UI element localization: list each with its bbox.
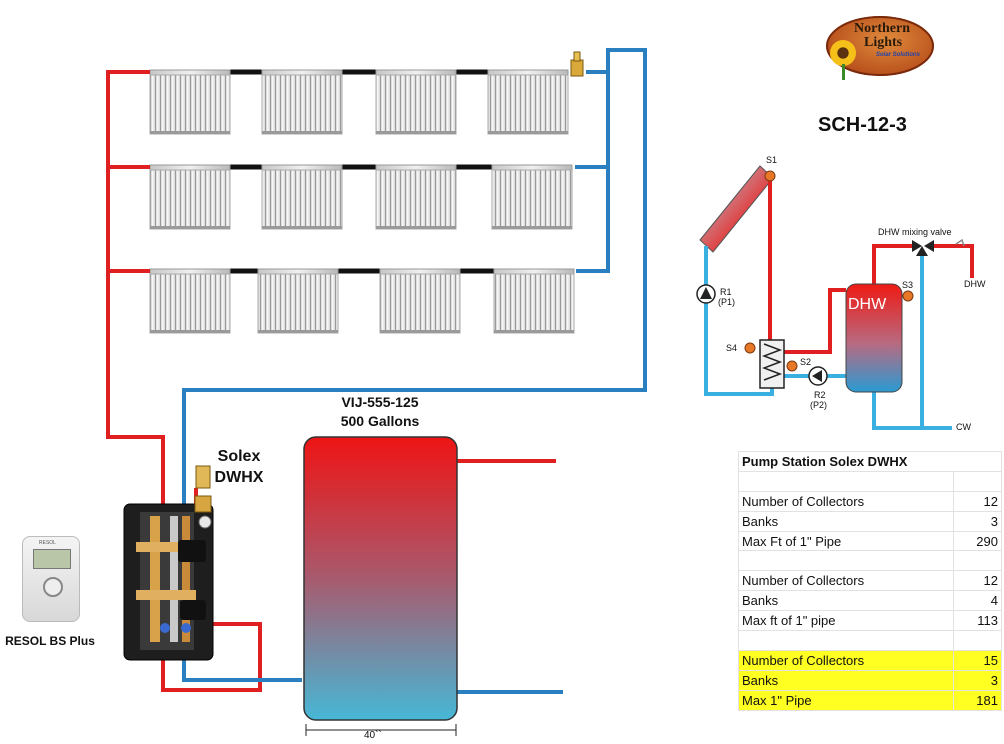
table-header-row: Pump Station Solex DWHX: [738, 451, 1002, 472]
table-row: Number of Collectors 12: [737, 570, 1002, 592]
cold-return-pipes: [182, 48, 647, 694]
collector-array: [149, 69, 575, 334]
collector-connectors: [227, 69, 497, 274]
row-label: Banks: [737, 590, 955, 612]
row-label: Max Ft of 1" Pipe: [737, 530, 955, 552]
controller-brand: RESOL: [39, 540, 56, 546]
northern-lights-logo: Northern Lights Solar Solutions: [826, 16, 938, 80]
solar-collector: [375, 69, 457, 135]
table-row-highlighted: Banks 3: [737, 669, 1002, 691]
row-value: 113: [953, 610, 1002, 632]
row-value: 15: [953, 649, 1002, 671]
pump-station-table: Pump Station Solex DWHX Number of Collec…: [737, 451, 1002, 711]
controller-screen: [33, 549, 71, 569]
heat-exchanger-line2: DWHX: [214, 469, 264, 486]
cold-water-label: CW: [956, 422, 971, 432]
solar-collector: [149, 268, 231, 334]
row-label: Number of Collectors: [737, 649, 955, 671]
solar-collector: [379, 268, 461, 334]
air-vent: [570, 51, 584, 77]
row-value: 3: [953, 669, 1002, 691]
row-value: 290: [953, 530, 1002, 552]
tank-model: VIJ-555-125: [341, 394, 419, 410]
controller-label: RESOL BS Plus: [5, 634, 95, 648]
sunflower-icon: [830, 40, 856, 66]
table-row: Max ft of 1" pipe 113: [737, 610, 1002, 632]
row-value: 12: [953, 490, 1002, 512]
table-row: Number of Collectors 12: [737, 490, 1002, 512]
tank-width-label: 40``: [364, 730, 382, 741]
heat-exchanger-label: Solex DWHX: [204, 446, 274, 488]
controller-dial: [43, 577, 63, 597]
tank-dimension-line: [305, 724, 457, 736]
row-value: 3: [953, 510, 1002, 532]
table-row: Banks 3: [737, 510, 1002, 532]
pump-station: [123, 465, 214, 661]
dhw-out-label: DHW: [964, 279, 986, 289]
pump-r1-label: R1: [720, 287, 732, 297]
sunflower-stem: [842, 64, 845, 80]
solar-collector: [261, 164, 343, 230]
row-label: Banks: [737, 510, 955, 532]
schematic-code: SCH-12-3: [818, 114, 907, 136]
table-spacer-row: [737, 550, 1002, 572]
row-value: 4: [953, 590, 1002, 612]
solar-collector: [149, 69, 231, 135]
tank-label: VIJ-555-125 500 Gallons: [320, 393, 440, 431]
table-spacer-row: [737, 470, 1002, 492]
row-label: Number of Collectors: [737, 490, 955, 512]
pump-p2-label: (P2): [810, 400, 828, 410]
row-label: Banks: [737, 669, 955, 691]
table-spacer-row: [737, 630, 1002, 651]
solar-collector: [491, 164, 573, 230]
sensor-s2-label: S2: [800, 357, 812, 367]
resol-controller: RESOL: [22, 536, 80, 622]
logo-line2: Lights: [864, 35, 903, 50]
solar-collector: [261, 69, 343, 135]
row-label: Number of Collectors: [737, 570, 955, 592]
heat-exchanger-line1: Solex: [217, 448, 261, 465]
row-label: Max ft of 1" pipe: [737, 610, 955, 632]
logo-line1: Northern: [854, 21, 910, 36]
sensor-s4-label: S4: [726, 343, 738, 353]
row-value: 181: [953, 689, 1002, 711]
solar-collector: [149, 164, 231, 230]
mixing-valve-label: DHW mixing valve: [878, 227, 952, 237]
table-row-highlighted: Number of Collectors 15: [737, 649, 1002, 671]
storage-tank: [303, 436, 458, 721]
dhw-schematic: [696, 165, 974, 430]
row-label: Max 1" Pipe: [737, 689, 955, 711]
solar-collector: [487, 69, 569, 135]
sensor-s1-label: S1: [766, 155, 778, 165]
row-value: 12: [953, 570, 1002, 592]
logo-tagline: Solar Solutions: [876, 52, 921, 58]
table-row-highlighted: Max 1" Pipe 181: [737, 689, 1002, 711]
table-row: Banks 4: [737, 590, 1002, 612]
pump-p1-label: (P1): [718, 297, 736, 307]
dhw-tank-label: DHW: [848, 296, 887, 313]
solar-collector: [257, 268, 339, 334]
tank-capacity: 500 Gallons: [340, 413, 420, 429]
table-row: Max Ft of 1" Pipe 290: [737, 530, 1002, 552]
sensor-s3-label: S3: [902, 280, 914, 290]
pump-r2-label: R2: [814, 390, 826, 400]
table-header: Pump Station Solex DWHX: [738, 451, 1002, 472]
solar-collector: [375, 164, 457, 230]
solar-collector: [493, 268, 575, 334]
